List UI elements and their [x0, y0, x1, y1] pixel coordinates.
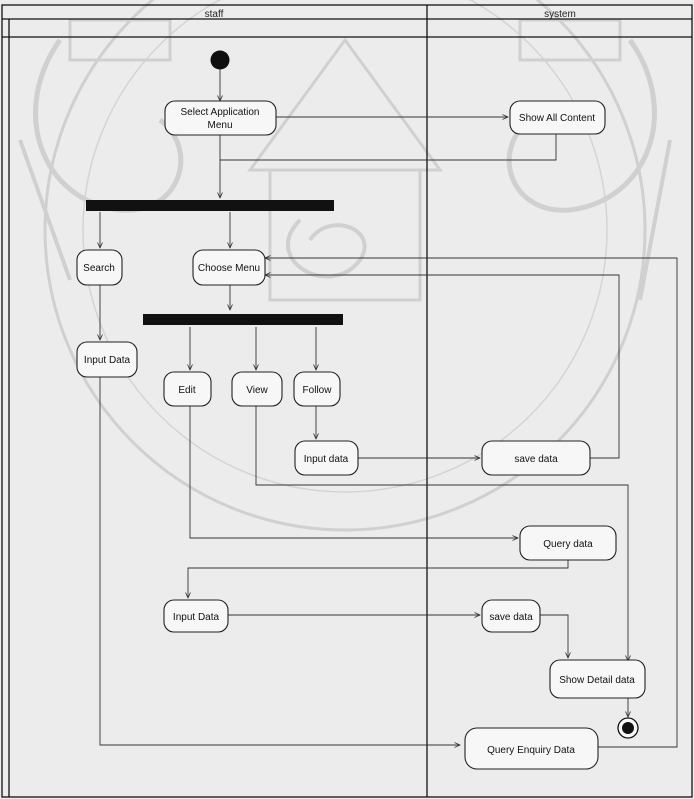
action-query-enquiry-data: Query Enquiry Data: [464, 727, 599, 770]
action-choose-menu: Choose Menu: [192, 249, 266, 286]
action-show-detail-data: Show Detail data: [549, 659, 646, 699]
node-label: save data: [489, 612, 533, 623]
start-node: [210, 50, 230, 70]
node-label: Menu: [207, 120, 232, 131]
node-label: Select Application: [181, 107, 260, 118]
node-label: Show Detail data: [559, 675, 635, 686]
node-label: Follow: [303, 385, 333, 396]
node-label: Show All Content: [519, 113, 595, 124]
node-label: Query Enquiry Data: [487, 745, 575, 756]
action-select-application-menu: Select Application Menu: [164, 100, 277, 136]
node-label: Choose Menu: [198, 263, 260, 274]
node-label: save data: [514, 454, 558, 465]
node-label: Input data: [304, 454, 349, 465]
node-label: Search: [83, 263, 115, 274]
lane-title-system: system: [544, 9, 576, 20]
flow-connectors: [100, 69, 678, 747]
action-edit: Edit: [163, 371, 212, 407]
fork-bar-1: [86, 200, 334, 211]
node-label: Input Data: [173, 612, 220, 623]
end-node: [617, 717, 639, 739]
swimlane-frame: [1, 4, 693, 798]
node-label: Query data: [543, 539, 593, 550]
action-save-data-2: save data: [481, 599, 541, 633]
action-save-data-1: save data: [481, 440, 591, 476]
action-input-data-edit: Input Data: [163, 599, 229, 633]
node-label: Edit: [178, 385, 195, 396]
node-label: View: [246, 385, 268, 396]
action-input-data-follow: Input data: [294, 440, 359, 476]
action-view: View: [231, 371, 283, 407]
action-search: Search: [76, 249, 123, 286]
action-query-data: Query data: [519, 525, 617, 561]
lane-title-staff: staff: [205, 9, 224, 20]
action-input-data-search: Input Data: [76, 341, 138, 378]
node-label: Input Data: [84, 355, 131, 366]
action-show-all-content: Show All Content: [509, 100, 606, 135]
action-follow: Follow: [293, 371, 341, 407]
fork-bar-2: [143, 314, 343, 325]
